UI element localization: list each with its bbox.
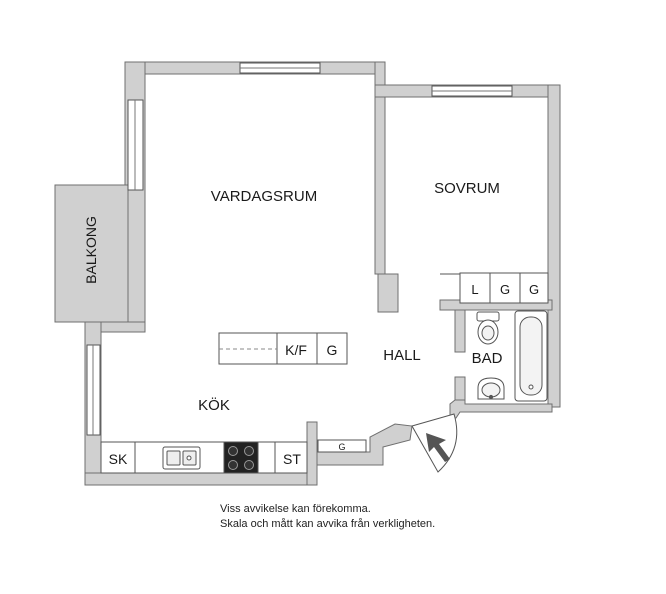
wardrobe-g2 — [519, 272, 549, 304]
room-label-bath: BAD — [472, 350, 503, 367]
wardrobes — [440, 272, 549, 304]
toilet-icon — [476, 311, 500, 345]
wall-right — [547, 84, 561, 408]
label-kf: K/F — [285, 342, 307, 358]
label-sk: SK — [109, 451, 128, 467]
room-label-kitchen: KÖK — [198, 396, 230, 414]
room-label-hall: HALL — [383, 347, 421, 364]
kitchen-units — [100, 332, 367, 474]
wall-bottom-kitchen — [84, 472, 318, 486]
balcony-slab — [54, 184, 129, 323]
entrance-arrow-icon — [426, 433, 450, 462]
kitchen-counter-bottom — [100, 441, 308, 474]
washbasin-icon — [477, 377, 505, 400]
cabinet-g-small — [317, 439, 367, 453]
label-g-kitchen: G — [327, 342, 338, 358]
entrance-door — [411, 413, 458, 473]
wall-bath-left-lower — [454, 376, 466, 403]
wall-kitchen-stub — [306, 421, 318, 486]
disclaimer-line-1: Viss avvikelse kan förekomma. — [220, 503, 371, 515]
bath-fixtures — [476, 310, 548, 402]
stove-icon — [223, 441, 259, 474]
wall-hall-bottom — [316, 423, 413, 466]
label-st: ST — [283, 451, 301, 467]
room-label-living: VARDAGSRUM — [211, 188, 317, 205]
label-g-small: G — [338, 442, 345, 452]
wall-hall-stub — [377, 273, 399, 313]
label-wardrobe-g1: G — [500, 282, 510, 297]
wall-bath-bottom — [449, 399, 553, 419]
wall-bath-left-upper — [454, 309, 466, 353]
room-label-balcony: BALKONG — [83, 216, 99, 284]
windows — [86, 62, 513, 436]
disclaimer-line-2: Skala och mått kan avvika från verklighe… — [220, 518, 436, 530]
label-wardrobe-g2: G — [529, 282, 539, 297]
room-label-bedroom: SOVRUM — [434, 180, 500, 197]
label-wardrobe-l: L — [471, 282, 478, 297]
wardrobe-g1 — [489, 272, 521, 304]
